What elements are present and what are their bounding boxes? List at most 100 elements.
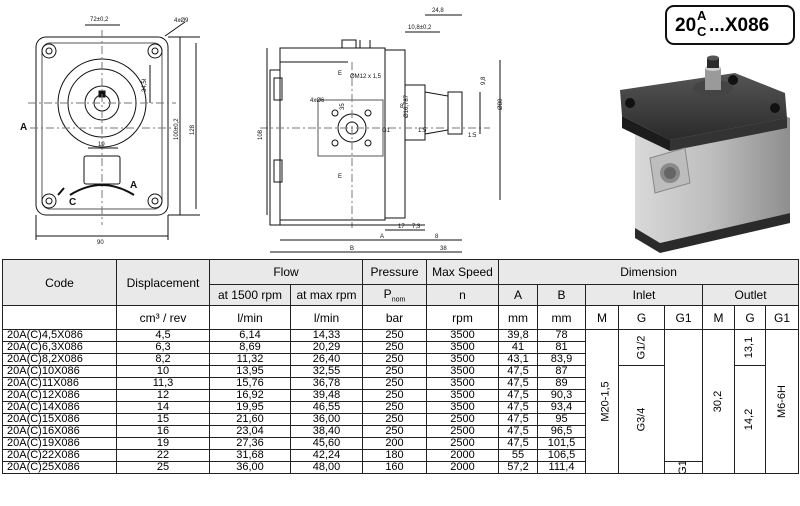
cell-flow-max: 46,55 — [290, 401, 363, 414]
title-sup: A — [697, 8, 707, 23]
pump-photo — [620, 55, 790, 253]
cell-flow-1500: 13,95 — [209, 365, 291, 378]
cell-flow-max: 48,00 — [290, 461, 363, 474]
outlet-g1-label: M6-6H — [776, 384, 789, 419]
inlet-g1-label: G1 — [677, 461, 689, 474]
unit-a: mm — [498, 305, 538, 330]
inlet-m: M20-1,5 — [585, 329, 619, 474]
cell-pressure: 250 — [362, 353, 427, 366]
unit-displacement: cm³ / rev — [116, 305, 210, 330]
dim-16-787: Ø16,787 — [404, 94, 410, 118]
cell-displacement: 14 — [116, 401, 210, 414]
side-view-drawing: 24,8 10,8±0,2 4xØ6 ØM12 x 1,5 35 Ø16,787… — [258, 8, 504, 253]
inlet-g1: G1 — [664, 461, 703, 474]
cell-speed: 3500 — [426, 389, 499, 402]
cell-pressure: 160 — [362, 461, 427, 474]
header-a: A — [498, 284, 538, 306]
cell-flow-max: 32,55 — [290, 365, 363, 378]
cell-flow-1500: 31,68 — [209, 449, 291, 462]
front-view-drawing: 72±0,2 4xØ9 34,5ł 19 100±0,2 128 90 A C … — [20, 17, 200, 246]
cell-a: 55 — [498, 449, 538, 462]
header-inlet-g1: G1 — [664, 305, 703, 330]
cell-displacement: 22 — [116, 449, 210, 462]
dim-4xd6: 4xØ6 — [310, 98, 325, 104]
cell-displacement: 6,3 — [116, 341, 210, 354]
cell-b: 93,4 — [537, 401, 586, 414]
dim-108: 108 — [258, 129, 264, 140]
cell-code: 20A(C)16X086 — [2, 425, 117, 438]
header-inlet-m: M — [585, 305, 619, 330]
cell-speed: 2500 — [426, 437, 499, 450]
cell-code: 20A(C)19X086 — [2, 437, 117, 450]
cell-flow-max: 36,00 — [290, 413, 363, 426]
cell-displacement: 8,2 — [116, 353, 210, 366]
cell-speed: 2500 — [426, 413, 499, 426]
cell-pressure: 250 — [362, 329, 427, 342]
cell-b: 90,3 — [537, 389, 586, 402]
cell-code: 20A(C)12X086 — [2, 389, 117, 402]
dim-label-b: B — [350, 246, 354, 252]
dim-8-bottom: 8 — [435, 234, 439, 240]
label-c-front: C — [69, 197, 76, 208]
dim-72: 72±0,2 — [90, 17, 109, 23]
unit-code-blank — [2, 305, 117, 330]
cell-a: 57,2 — [498, 461, 538, 474]
cell-a: 41 — [498, 341, 538, 354]
cell-a: 47,5 — [498, 425, 538, 438]
unit-pressure: bar — [362, 305, 427, 330]
cell-code: 20A(C)11X086 — [2, 377, 117, 390]
cell-a: 47,5 — [498, 389, 538, 402]
cell-speed: 3500 — [426, 365, 499, 378]
cell-flow-1500: 36,00 — [209, 461, 291, 474]
header-pressure-sym: Pnom — [362, 284, 427, 306]
dim-label-e1: E — [338, 71, 342, 77]
cell-pressure: 250 — [362, 389, 427, 402]
outlet-g-small: 13,1 — [734, 329, 766, 366]
dim-d80: Ø80 — [498, 98, 504, 110]
header-flow-max: at max rpm — [290, 284, 363, 306]
unit-b: mm — [537, 305, 586, 330]
cell-code: 20A(C)8,2X086 — [2, 353, 117, 366]
inlet-g-small: G1/2 — [618, 329, 665, 366]
inlet-g-large-label: G3/4 — [634, 407, 647, 432]
cell-displacement: 19 — [116, 437, 210, 450]
header-pressure: Pressure — [362, 259, 427, 285]
inlet-m-label: M20-1,5 — [599, 381, 612, 422]
cell-displacement: 16 — [116, 425, 210, 438]
cell-flow-1500: 21,60 — [209, 413, 291, 426]
cell-speed: 3500 — [426, 341, 499, 354]
header-flow: Flow — [209, 259, 363, 285]
cell-pressure: 200 — [362, 437, 427, 450]
dim-9-8: 9,8 — [481, 76, 487, 85]
cell-code: 20A(C)25X086 — [2, 461, 117, 474]
header-max-speed: Max Speed — [426, 259, 499, 285]
cell-flow-max: 38,40 — [290, 425, 363, 438]
dim-4xd9: 4xØ9 — [174, 18, 189, 24]
cell-speed: 3500 — [426, 401, 499, 414]
cell-flow-max: 39,48 — [290, 389, 363, 402]
cell-displacement: 15 — [116, 413, 210, 426]
cell-displacement: 12 — [116, 389, 210, 402]
spec-table: Code Displacement Flow Pressure Max Spee… — [2, 259, 800, 474]
cell-speed: 2000 — [426, 449, 499, 462]
cell-a: 47,5 — [498, 413, 538, 426]
cell-pressure: 250 — [362, 377, 427, 390]
cell-b: 101,5 — [537, 437, 586, 450]
header-displacement: Displacement — [116, 259, 210, 306]
dim-128: 128 — [190, 124, 196, 135]
title-prefix: 20 — [675, 15, 697, 36]
dim-7-3: 7,3 — [412, 224, 421, 230]
unit-flow-max: l/min — [290, 305, 363, 330]
cell-flow-max: 42,24 — [290, 449, 363, 462]
outlet-g-large: 14,2 — [734, 365, 766, 474]
cell-flow-1500: 11,32 — [209, 353, 291, 366]
header-flow-1500: at 1500 rpm — [209, 284, 291, 306]
cell-b: 87 — [537, 365, 586, 378]
cell-a: 47,5 — [498, 437, 538, 450]
dim-1-5-a: 1:5 — [468, 133, 477, 139]
dim-10-8: 10,8±0,2 — [408, 25, 432, 31]
dim-19: 19 — [98, 142, 105, 148]
dim-17: 17 — [398, 224, 405, 230]
